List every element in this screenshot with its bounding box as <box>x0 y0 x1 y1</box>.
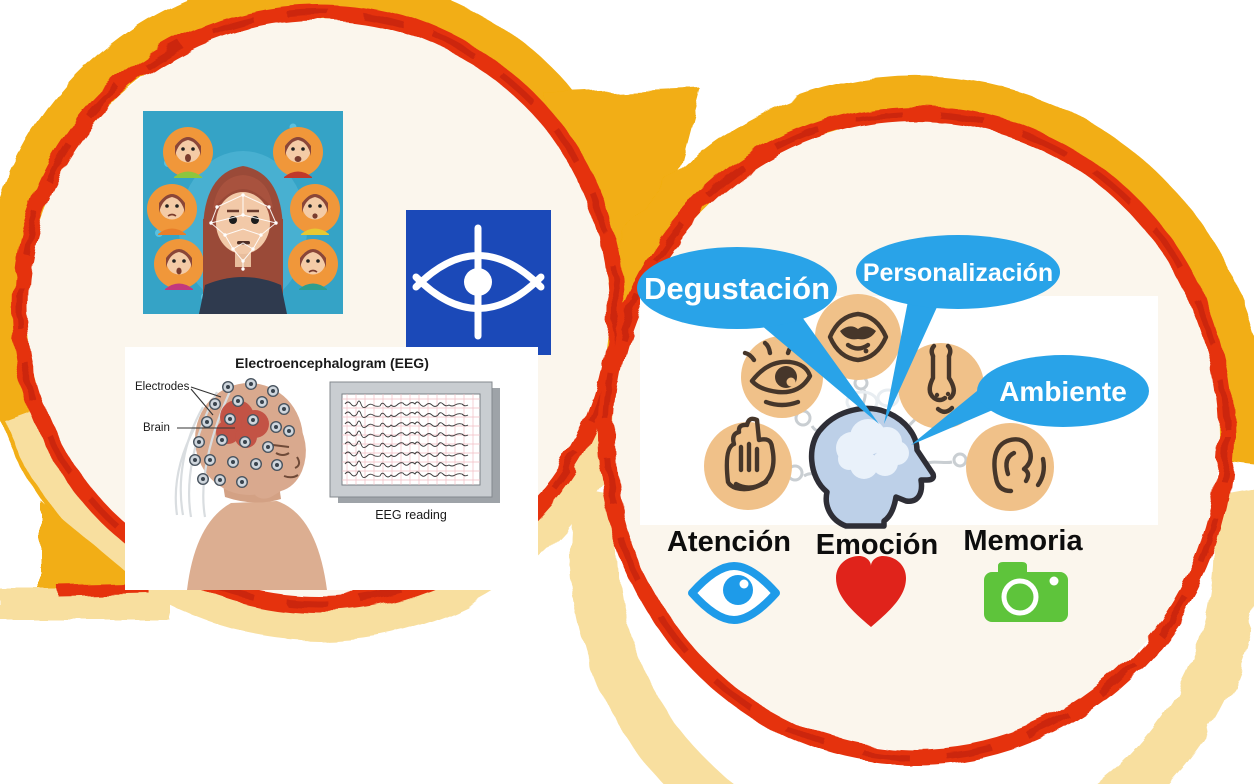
right-gold-band <box>569 76 1254 465</box>
ear-hearing-icon <box>992 437 1047 494</box>
eeg-face-features <box>272 444 301 479</box>
mouth-taste-icon <box>827 311 889 363</box>
left-pale-band <box>5 381 640 640</box>
brain-cloud <box>836 419 909 479</box>
nose-smell-icon <box>927 343 956 414</box>
eeg-illustration: Electroencephalogram (EEG) <box>125 347 538 590</box>
avatar <box>154 239 204 290</box>
bubble-degustacion <box>637 247 837 329</box>
right-red-ring-texture <box>603 110 1229 760</box>
eeg-grid <box>342 394 480 485</box>
memory-camera-icon <box>984 562 1068 622</box>
degustacion-tail <box>755 310 879 424</box>
eeg-monitor <box>329 381 500 503</box>
bubble-personalizacion <box>856 235 1060 309</box>
atencion-label: Atención <box>667 526 791 558</box>
bubble-ambiente <box>977 355 1149 427</box>
emotion-heart-icon <box>836 556 906 627</box>
right-pale-band <box>570 486 1254 784</box>
eeg-person <box>174 378 327 590</box>
metric-labels: Atención Emoción Memoria <box>667 525 1084 561</box>
attention-eye-icon <box>688 562 780 624</box>
bubble-ambiente-label: Ambiente <box>999 376 1127 407</box>
electrodes-pointer-lines <box>190 386 222 416</box>
eeg-reading-caption: EEG reading <box>375 508 447 522</box>
eye-logo <box>406 210 551 355</box>
hearing-blob <box>966 423 1054 511</box>
bubble-personalizacion-label: Personalización <box>863 259 1053 287</box>
bubble-degustacion-label: Degustación <box>644 271 830 306</box>
electrodes-label: Electrodes <box>135 381 190 393</box>
emocion-label: Emoción <box>816 529 938 561</box>
left-gold-wedge <box>40 500 150 592</box>
avatar <box>273 127 323 178</box>
avatar <box>147 184 197 235</box>
facial-expressions-recognition <box>143 111 343 314</box>
memoria-label: Memoria <box>963 525 1083 557</box>
personalizacion-tail <box>884 296 942 424</box>
emotion-avatars <box>147 127 340 290</box>
avatar <box>290 184 340 235</box>
hand-touch-icon <box>724 416 776 492</box>
brain-label: Brain <box>143 422 170 434</box>
speech-bubbles: Degustación Personalización Ambiente <box>637 235 1149 427</box>
mesh-points <box>209 193 278 271</box>
eeg-title: Electroencephalogram (EEG) <box>235 355 429 371</box>
brain-head-illustration <box>808 405 937 529</box>
avatar <box>288 239 338 290</box>
avatar <box>163 127 213 178</box>
left-red-ring-texture <box>17 9 619 607</box>
scanned-woman <box>199 166 287 314</box>
